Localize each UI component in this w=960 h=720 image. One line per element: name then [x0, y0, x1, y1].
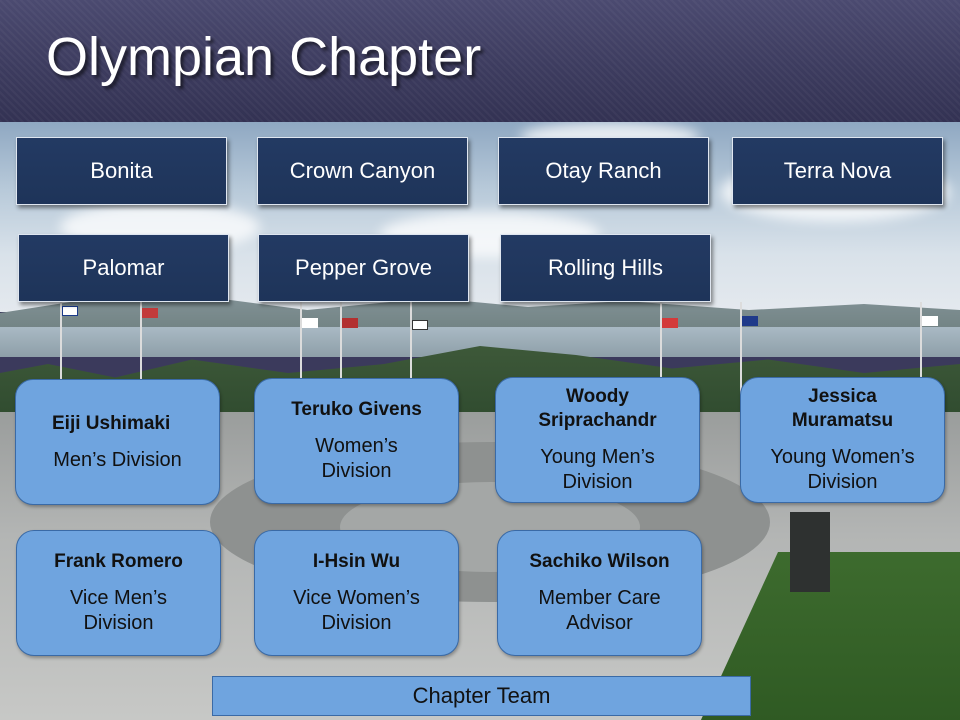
flagpole — [920, 302, 922, 412]
chapter-team-button[interactable]: Chapter Team — [212, 676, 751, 716]
page-title: Olympian Chapter — [46, 27, 482, 87]
flagpole — [660, 302, 662, 412]
leader-card-eiji-ushimaki: Eiji Ushimaki Men’s Division — [15, 379, 220, 505]
flag — [342, 318, 358, 328]
leader-card-jessica-muramatsu: Jessica Muramatsu Young Women’s Division — [740, 377, 945, 503]
campus-label: Otay Ranch — [545, 158, 662, 183]
campus-button-bonita[interactable]: Bonita — [16, 137, 227, 205]
chapter-team-label: Chapter Team — [412, 683, 551, 708]
title-texture — [0, 0, 960, 122]
leader-name: Jessica Muramatsu — [791, 386, 894, 431]
leader-name: I-Hsin Wu — [312, 551, 401, 572]
campus-label: Pepper Grove — [295, 255, 432, 280]
leader-role: Vice Women’s Division — [293, 587, 420, 634]
leader-card-frank-romero: Frank Romero Vice Men’s Division — [16, 530, 221, 656]
flagpole — [300, 302, 302, 412]
campus-button-crown-canyon[interactable]: Crown Canyon — [257, 137, 468, 205]
leader-role: Young Men’s Division — [540, 446, 655, 493]
flag — [142, 308, 158, 318]
campus-button-otay-ranch[interactable]: Otay Ranch — [498, 137, 709, 205]
campus-label: Crown Canyon — [289, 158, 436, 183]
leader-role: Men’s Division — [53, 448, 182, 471]
campus-label: Palomar — [82, 255, 165, 280]
flagpole — [340, 302, 342, 412]
leader-name: Frank Romero — [54, 551, 183, 572]
title-bar: Olympian Chapter — [0, 0, 960, 122]
flagpole — [60, 302, 62, 412]
leader-card-sachiko-wilson: Sachiko Wilson Member Care Advisor — [497, 530, 702, 656]
leader-name: Teruko Givens — [291, 399, 422, 420]
leader-role: Member Care Advisor — [538, 587, 661, 634]
campus-button-pepper-grove[interactable]: Pepper Grove — [258, 234, 469, 302]
flagpole — [410, 302, 412, 412]
flag — [662, 318, 678, 328]
leader-card-teruko-givens: Teruko Givens Women’s Division — [254, 378, 459, 504]
flag — [302, 318, 318, 328]
flagpole — [740, 302, 742, 412]
campus-label: Rolling Hills — [548, 255, 663, 280]
monument — [790, 512, 830, 592]
leader-name: Sachiko Wilson — [529, 551, 670, 572]
campus-button-rolling-hills[interactable]: Rolling Hills — [500, 234, 711, 302]
flagpole — [140, 302, 142, 412]
flag — [922, 316, 938, 326]
flag — [412, 320, 428, 330]
leader-role: Young Women’s Division — [770, 446, 915, 493]
campus-button-terra-nova[interactable]: Terra Nova — [732, 137, 943, 205]
campus-label: Bonita — [90, 158, 153, 183]
leader-name: Woody Sriprachandr — [538, 386, 657, 431]
leader-name: Eiji Ushimaki — [52, 412, 171, 434]
flag — [742, 316, 758, 326]
campus-label: Terra Nova — [783, 158, 892, 183]
leader-card-i-hsin-wu: I-Hsin Wu Vice Women’s Division — [254, 530, 459, 656]
leader-role: Women’s Division — [315, 435, 398, 482]
campus-button-palomar[interactable]: Palomar — [18, 234, 229, 302]
flag — [62, 306, 78, 316]
leader-role: Vice Men’s Division — [69, 587, 168, 634]
leader-card-woody-sriprachandr: Woody Sriprachandr Young Men’s Division — [495, 377, 700, 503]
